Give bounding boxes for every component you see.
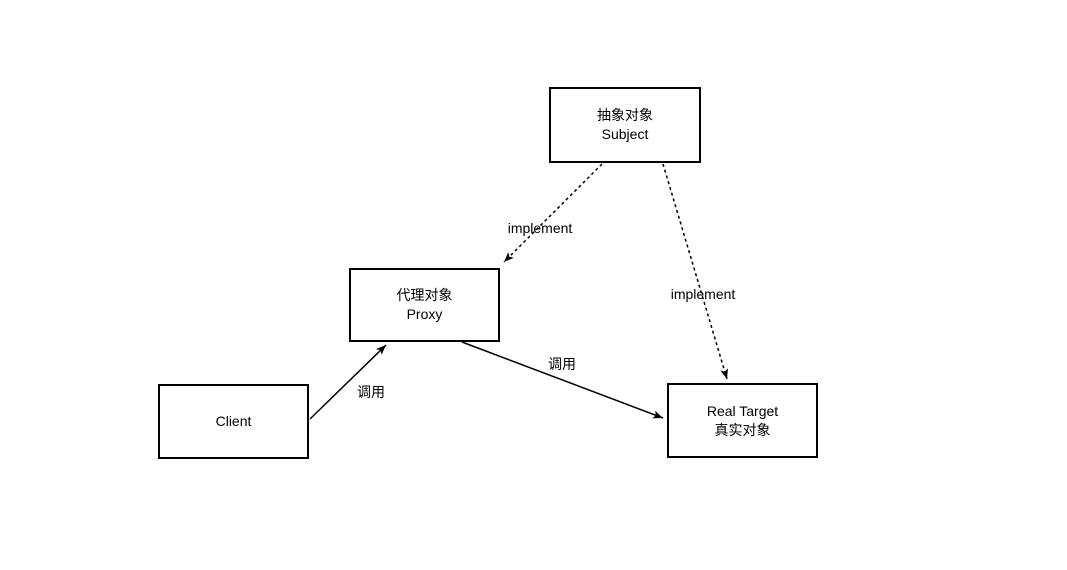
node-subject: 抽象对象 Subject: [549, 87, 701, 163]
node-subject-label-cn: 抽象对象: [597, 107, 653, 123]
node-subject-label-en: Subject: [601, 126, 649, 142]
edge-subject-to-real-target: [662, 163, 728, 380]
node-proxy-label-cn: 代理对象: [396, 287, 453, 303]
node-real-target-label-en: Real Target: [706, 402, 779, 419]
edge-client-to-proxy: [309, 344, 387, 420]
edge-proxy-to-real-target: [461, 341, 664, 419]
node-proxy-label-en: Proxy: [406, 306, 443, 322]
node-proxy: 代理对象 Proxy: [349, 268, 500, 342]
edge-label-implement-subject-proxy: implement: [507, 220, 573, 236]
node-client-label: Client: [215, 413, 252, 429]
edge-label-implement-subject-real-target: implement: [670, 286, 736, 302]
node-client: Client: [158, 384, 309, 459]
edge-subject-to-proxy: [503, 163, 603, 263]
node-real-target: Real Target 真实对象: [667, 383, 818, 458]
edge-label-call-client-proxy: 调用: [357, 384, 385, 400]
node-real-target-label-cn: 真实对象: [714, 421, 771, 438]
edge-label-call-proxy-real-target: 调用: [548, 356, 576, 372]
